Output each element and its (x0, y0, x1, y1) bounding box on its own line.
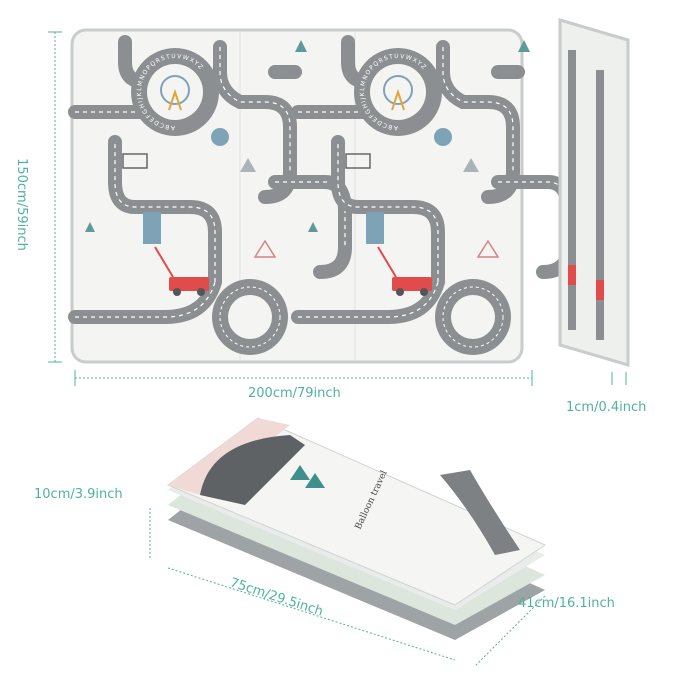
unfolded-mat-top-view: ABCDEFGHIJKLMNOPQRSTUVWXYZ ABCDEFGHIJKLM… (72, 28, 568, 364)
dimension-lines (48, 31, 546, 667)
folded-height-label: 10cm/3.9inch (34, 487, 123, 502)
folded-width-label: 41cm/16.1inch (518, 596, 615, 611)
mat-side-view (558, 17, 630, 385)
width-label: 200cm/79inch (248, 386, 341, 401)
thickness-label: 1cm/0.4inch (566, 400, 647, 415)
height-label: 150cm/59inch (13, 158, 29, 251)
folded-mat: Balloon travel (166, 417, 547, 640)
